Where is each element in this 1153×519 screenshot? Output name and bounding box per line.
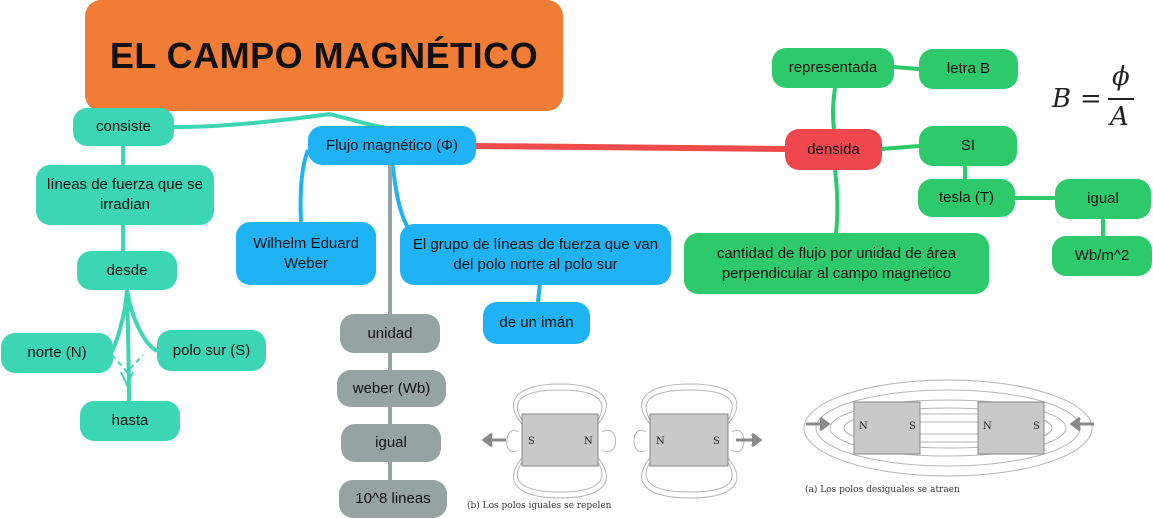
node-letra-b[interactable]: letra B bbox=[919, 49, 1018, 89]
attract-magnet1-right-pole: S bbox=[909, 421, 916, 432]
node-lineas-de-fuerza[interactable]: líneas de fuerza que se irradian bbox=[36, 165, 214, 225]
main-title: EL CAMPO MAGNÉTICO bbox=[85, 0, 563, 111]
node-cantidad-de-flujo[interactable]: cantidad de flujo por unidad de área per… bbox=[684, 233, 989, 294]
node-representada[interactable]: representada bbox=[772, 48, 894, 88]
node-hasta[interactable]: hasta bbox=[80, 401, 180, 441]
arrow-right-icon bbox=[806, 416, 831, 432]
formula-numerator: ϕ bbox=[1112, 62, 1130, 92]
figure-repel-caption: (b) Los polos iguales se repelen bbox=[467, 501, 612, 511]
node-igual-grey[interactable]: igual bbox=[341, 424, 441, 462]
node-desde[interactable]: desde bbox=[77, 251, 177, 290]
figure-attract-caption: (a) Los polos desiguales se atraen bbox=[805, 485, 960, 495]
repel-magnet2-left-pole: N bbox=[656, 436, 665, 447]
arrow-left-icon bbox=[1069, 416, 1094, 432]
formula-denominator: A bbox=[1110, 102, 1129, 132]
node-igual-green[interactable]: igual bbox=[1055, 179, 1151, 219]
node-polo-sur[interactable]: polo sur (S) bbox=[157, 330, 266, 371]
node-grupo-lineas[interactable]: El grupo de líneas de fuerza que van del… bbox=[400, 224, 671, 285]
node-unidad[interactable]: unidad bbox=[340, 314, 440, 353]
node-consiste[interactable]: consiste bbox=[73, 108, 174, 146]
figure-attracting-magnets: N S N S bbox=[803, 379, 1094, 477]
repel-magnet1-right-pole: N bbox=[584, 436, 593, 447]
node-de-un-iman[interactable]: de un imán bbox=[483, 302, 590, 344]
arrow-right-icon bbox=[736, 432, 763, 448]
attract-magnet1-left-pole: N bbox=[859, 421, 868, 432]
node-lineas-count[interactable]: 10^8 lineas bbox=[339, 480, 447, 518]
attract-magnet2-left-pole: N bbox=[983, 421, 992, 432]
node-tesla[interactable]: tesla (T) bbox=[918, 179, 1015, 217]
arrow-left-icon bbox=[481, 432, 506, 448]
node-densidad[interactable]: densida bbox=[785, 129, 882, 170]
formula-lhs: B bbox=[1052, 84, 1072, 114]
node-si[interactable]: SI bbox=[919, 126, 1017, 166]
node-wb-m2[interactable]: Wb/m^2 bbox=[1052, 236, 1152, 276]
formula-equals: = bbox=[1080, 84, 1102, 114]
formula-fraction-bar bbox=[1108, 98, 1134, 100]
repel-magnet1-left-pole: S bbox=[528, 436, 535, 447]
node-weber-unit[interactable]: weber (Wb) bbox=[337, 370, 446, 407]
formula-b-equals-phi-over-a: B = ϕ A bbox=[1052, 58, 1142, 136]
node-flujo-magnetico[interactable]: Flujo magnético (Φ) bbox=[308, 126, 476, 165]
repel-magnet2-right-pole: S bbox=[713, 436, 720, 447]
node-norte[interactable]: norte (N) bbox=[1, 333, 113, 373]
node-wilhelm-weber[interactable]: Wilhelm Eduard Weber bbox=[236, 222, 376, 285]
attract-magnet2-right-pole: S bbox=[1033, 421, 1040, 432]
figure-repelling-magnets: S N N S bbox=[481, 383, 763, 499]
